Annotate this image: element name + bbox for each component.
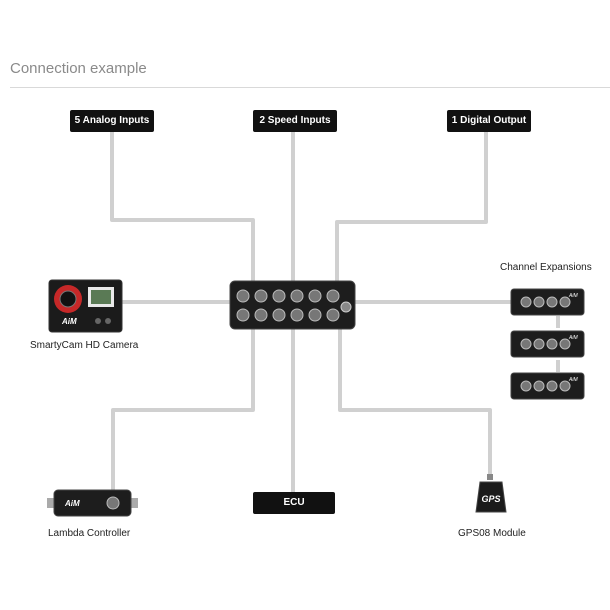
camera-caption: SmartyCam HD Camera: [30, 340, 139, 351]
svg-text:AiM: AiM: [568, 377, 578, 383]
smartycam-camera: AiM: [48, 279, 123, 333]
channel-expansion-1: AiM: [510, 288, 585, 316]
line-digital: [335, 132, 488, 282]
line-analog: [110, 132, 255, 282]
hub-connectors-top: [236, 289, 340, 303]
ecu-label: ECU: [253, 492, 335, 514]
hub-connectors-bottom: [236, 308, 340, 322]
gps-caption: GPS08 Module: [458, 528, 526, 539]
line-lambda: [111, 328, 255, 490]
expansions-caption: Channel Expansions: [500, 262, 592, 273]
analog-inputs-label: 5 Analog Inputs: [70, 110, 154, 132]
gps-logo: GPS: [481, 494, 500, 504]
lambda-controller: AiM: [47, 489, 138, 517]
svg-text:AiM: AiM: [568, 335, 578, 341]
line-gps: [338, 328, 492, 476]
camera-brand-logo: AiM: [61, 317, 77, 326]
channel-expansion-2: AiM: [510, 330, 585, 358]
speed-inputs-label: 2 Speed Inputs: [253, 110, 337, 132]
digital-output-label: 1 Digital Output: [447, 110, 531, 132]
title-divider: [10, 87, 610, 88]
svg-text:AiM: AiM: [568, 293, 578, 299]
channel-expansion-3: AiM: [510, 372, 585, 400]
central-hub-device: [229, 280, 356, 330]
gps-module: GPS: [475, 474, 507, 513]
lambda-caption: Lambda Controller: [48, 528, 131, 539]
page-title: Connection example: [10, 60, 147, 77]
lambda-brand-logo: AiM: [64, 499, 80, 508]
